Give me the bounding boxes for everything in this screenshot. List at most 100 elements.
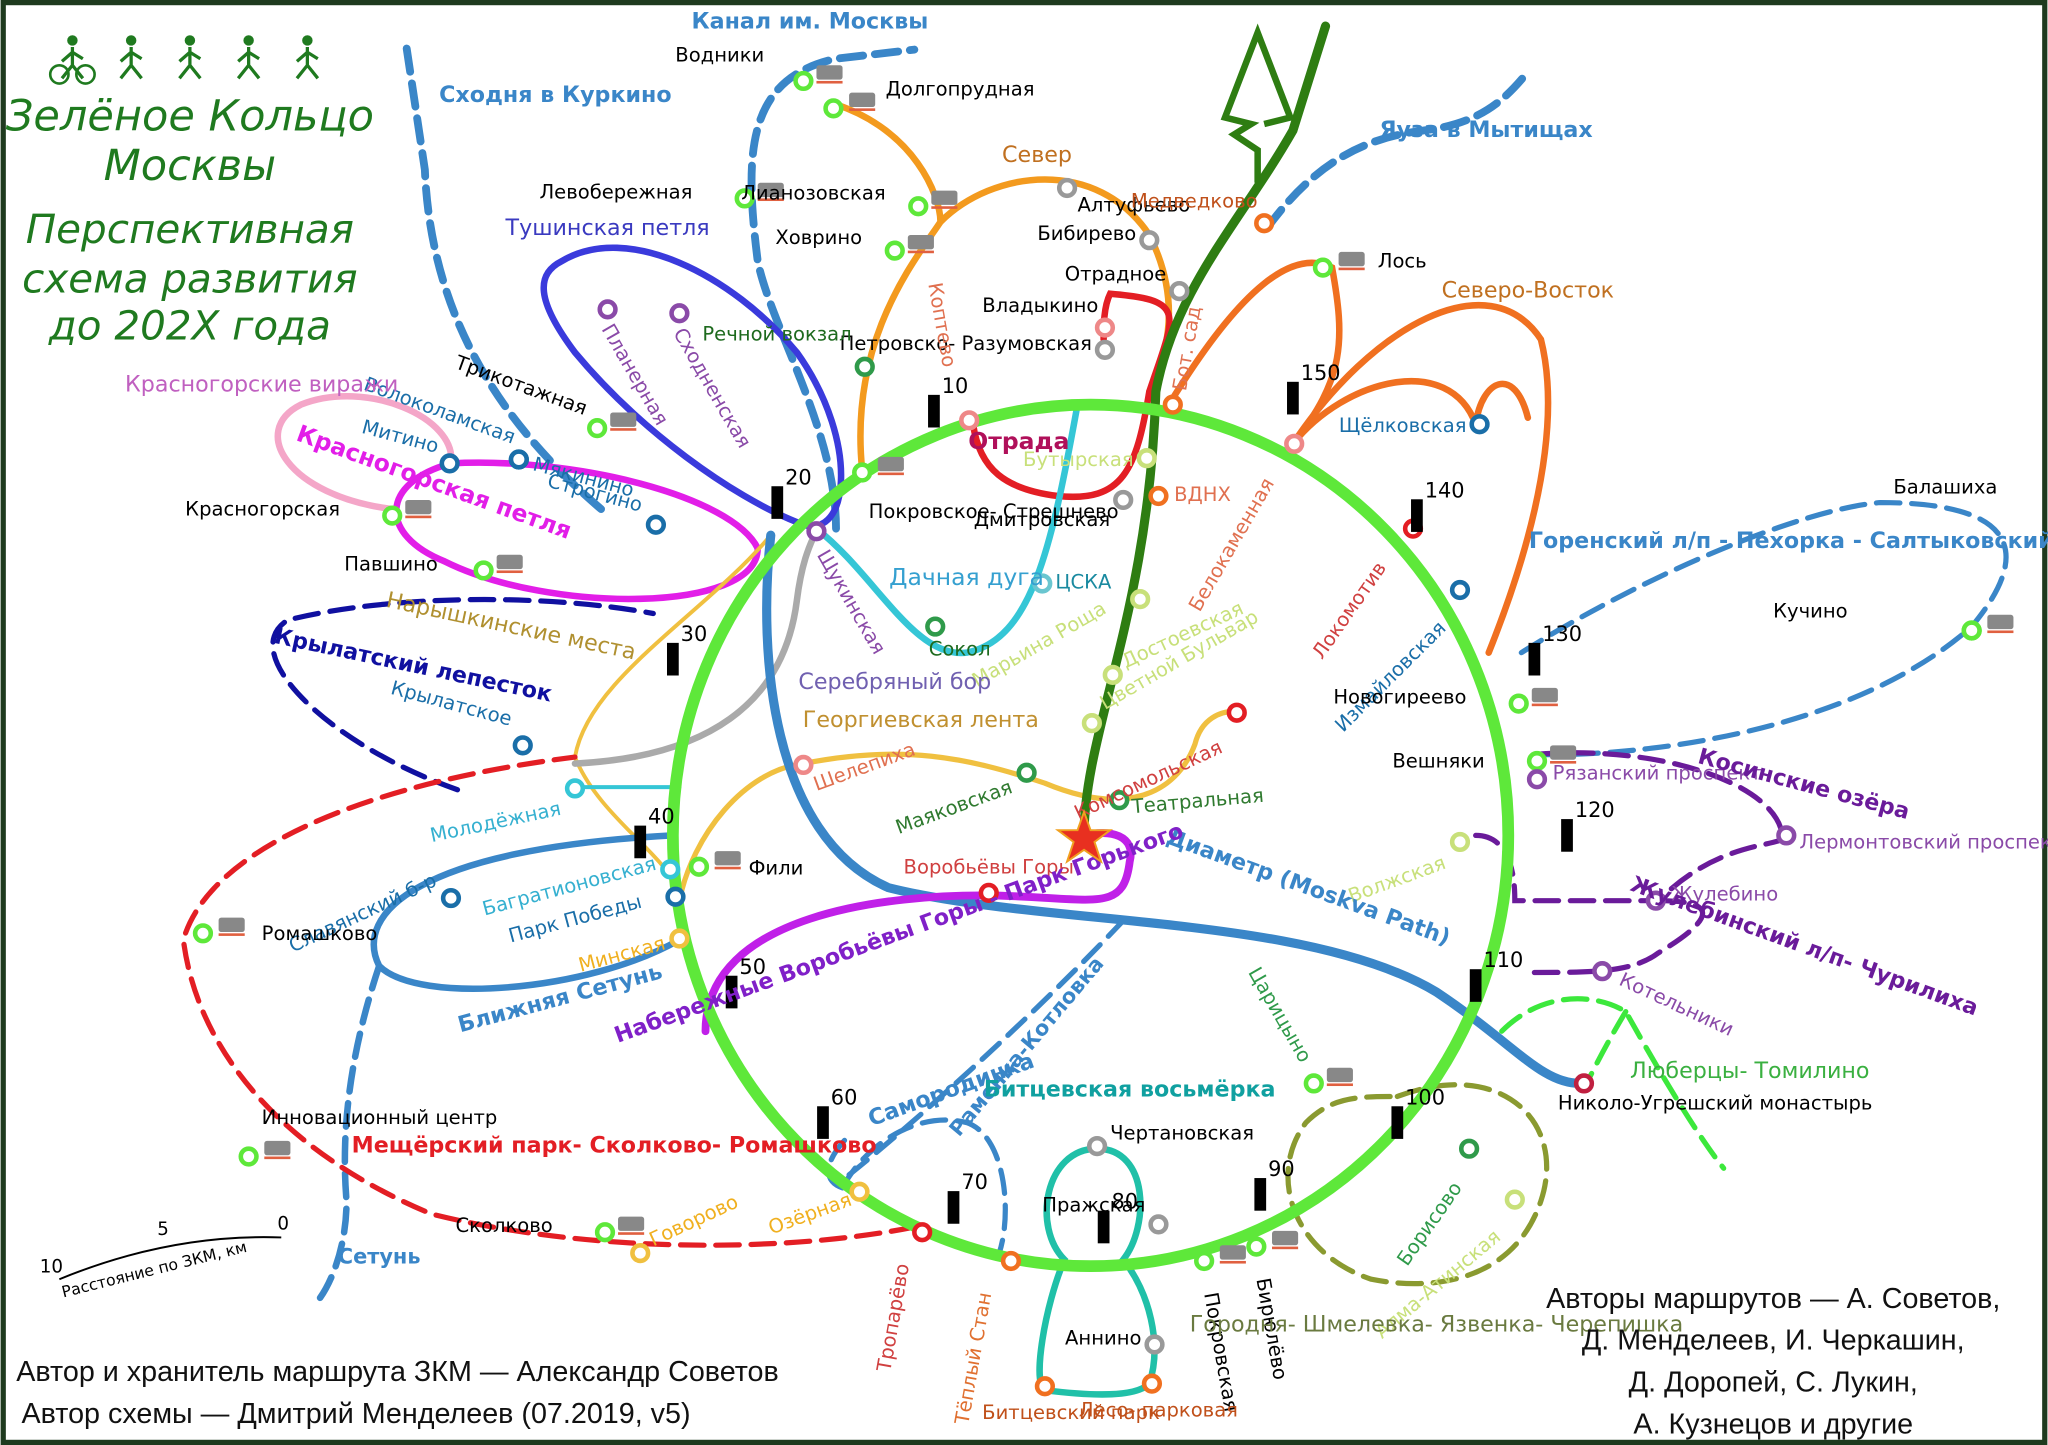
train-icon-rail bbox=[849, 108, 876, 111]
station-marker bbox=[238, 1146, 259, 1167]
train-icon-rail bbox=[1219, 1260, 1246, 1264]
route-label-meshchersky: Мещёрский парк- Сколково- Ромашково bbox=[352, 1133, 877, 1159]
train-icon bbox=[264, 1140, 291, 1160]
route-label-lyubertsy: Люберцы- Томилино bbox=[1630, 1058, 1869, 1084]
km-marker-label-10: 10 bbox=[942, 374, 969, 398]
route-line-diametr bbox=[762, 530, 1585, 1088]
train-icon-body bbox=[1219, 1245, 1246, 1260]
train-icon bbox=[714, 851, 741, 870]
km-marker-label-130: 130 bbox=[1542, 622, 1582, 646]
train-icon bbox=[1531, 687, 1558, 707]
route-label-setun: Сетунь bbox=[338, 1245, 421, 1269]
station-marker bbox=[645, 514, 667, 535]
route-line-meshchersky bbox=[180, 754, 917, 1248]
route-authors-line4: А. Кузнецов и другие bbox=[1633, 1408, 1913, 1440]
km-marker-bar-50 bbox=[725, 975, 738, 1009]
station-marker bbox=[512, 735, 533, 756]
station-label: Вешняки bbox=[1392, 750, 1484, 773]
train-icon bbox=[1326, 1067, 1353, 1087]
train-icon bbox=[1987, 614, 2014, 634]
route-lines bbox=[180, 21, 2009, 1398]
train-icon-body bbox=[1326, 1067, 1353, 1083]
train-icon-rail bbox=[1550, 761, 1577, 764]
station-label: Лианозовская bbox=[741, 182, 885, 205]
activity-icons bbox=[48, 35, 320, 85]
station-marker bbox=[669, 303, 690, 324]
hiker-icon-body bbox=[119, 46, 143, 80]
station-marker bbox=[192, 923, 214, 944]
station-marker bbox=[1776, 825, 1797, 846]
station-marker bbox=[630, 1243, 651, 1264]
route-label-sever-vostok: Северо-Восток bbox=[1442, 278, 1614, 304]
station-marker bbox=[587, 418, 608, 439]
route-label-otrada: Отрада bbox=[968, 427, 1069, 455]
train-icon-body bbox=[1987, 614, 2014, 630]
km-marker-bar-40 bbox=[634, 825, 647, 859]
station-marker bbox=[1459, 1138, 1480, 1159]
nordic-walker-icon bbox=[295, 35, 320, 80]
station-label: Левобережная bbox=[539, 180, 692, 203]
station-marker bbox=[688, 856, 710, 877]
station-marker bbox=[660, 859, 681, 880]
train-icon bbox=[816, 65, 843, 84]
station-marker bbox=[1094, 339, 1116, 360]
train-icon-body bbox=[1338, 251, 1365, 267]
scale-arc bbox=[58, 1236, 282, 1281]
station-label: Рязанский проспект bbox=[1553, 761, 1762, 784]
walker-icon-body bbox=[178, 46, 202, 80]
station-marker bbox=[908, 196, 929, 217]
train-icon-body bbox=[877, 456, 904, 472]
station-marker bbox=[564, 778, 586, 799]
train-icon bbox=[218, 917, 245, 936]
km-marker-label-110: 110 bbox=[1483, 948, 1523, 972]
station-marker bbox=[1284, 433, 1305, 454]
km-marker-label-90: 90 bbox=[1268, 1157, 1295, 1181]
route-line-yauza bbox=[1262, 67, 1532, 233]
nordic-walker-icon-body bbox=[295, 46, 320, 80]
station-marker bbox=[854, 356, 875, 377]
route-label-gorodnya: Городня- Шмелевка- Язвенка- Черепишка bbox=[1190, 1311, 1683, 1337]
station-label: Сколково bbox=[456, 1214, 553, 1237]
km-marker-bar-80 bbox=[1097, 1210, 1110, 1244]
route-label-serebryany: Серебряный бор bbox=[798, 669, 991, 695]
station-marker bbox=[382, 505, 403, 526]
station-label: Медведково bbox=[1131, 190, 1258, 213]
km-marker-label-50: 50 bbox=[739, 955, 766, 979]
train-icon-body bbox=[757, 182, 784, 198]
train-icon bbox=[849, 92, 876, 111]
stations bbox=[192, 70, 1982, 1397]
route-line-skhodnya bbox=[401, 35, 605, 513]
km-marker-bar-120 bbox=[1561, 819, 1573, 852]
route-line-ramenka bbox=[846, 911, 1133, 1178]
bicycle-icon-head bbox=[67, 35, 78, 46]
train-icon-body bbox=[1531, 687, 1558, 703]
station-label: Алтуфьево bbox=[1078, 193, 1191, 216]
station-marker bbox=[912, 1222, 933, 1243]
route-label-skhodnya: Сходня в Куркино bbox=[439, 82, 671, 108]
station-marker bbox=[1162, 394, 1183, 415]
km-marker-bar-10 bbox=[928, 394, 940, 428]
station-marker bbox=[884, 240, 905, 261]
route-line-krylatsky bbox=[270, 596, 656, 793]
green-ring bbox=[666, 398, 1515, 1273]
station-label: Петровско- Разумовская bbox=[840, 332, 1092, 355]
km-marker-label-80: 80 bbox=[1111, 1190, 1138, 1214]
station-marker bbox=[1312, 257, 1334, 278]
km-marker-bar-60 bbox=[817, 1106, 829, 1139]
station-marker bbox=[925, 616, 946, 637]
km-marker-label-20: 20 bbox=[785, 465, 812, 489]
train-icon-body bbox=[849, 92, 876, 108]
station-label: Воробьёвы Горы bbox=[904, 855, 1074, 878]
train-icon-rail bbox=[757, 198, 784, 202]
station-marker bbox=[1226, 702, 1247, 723]
station-label: Кучино bbox=[1773, 599, 1848, 622]
train-icon bbox=[496, 554, 523, 574]
station-marker bbox=[734, 188, 755, 209]
station-label: Лесо- парковая bbox=[1079, 1398, 1238, 1421]
station-label: Николо-Угрешский монастырь bbox=[1558, 1092, 1873, 1115]
station-label: Фили bbox=[749, 857, 804, 880]
station-marker bbox=[473, 560, 494, 581]
route-line-setun bbox=[310, 962, 383, 1309]
station-marker bbox=[1194, 1250, 1215, 1272]
